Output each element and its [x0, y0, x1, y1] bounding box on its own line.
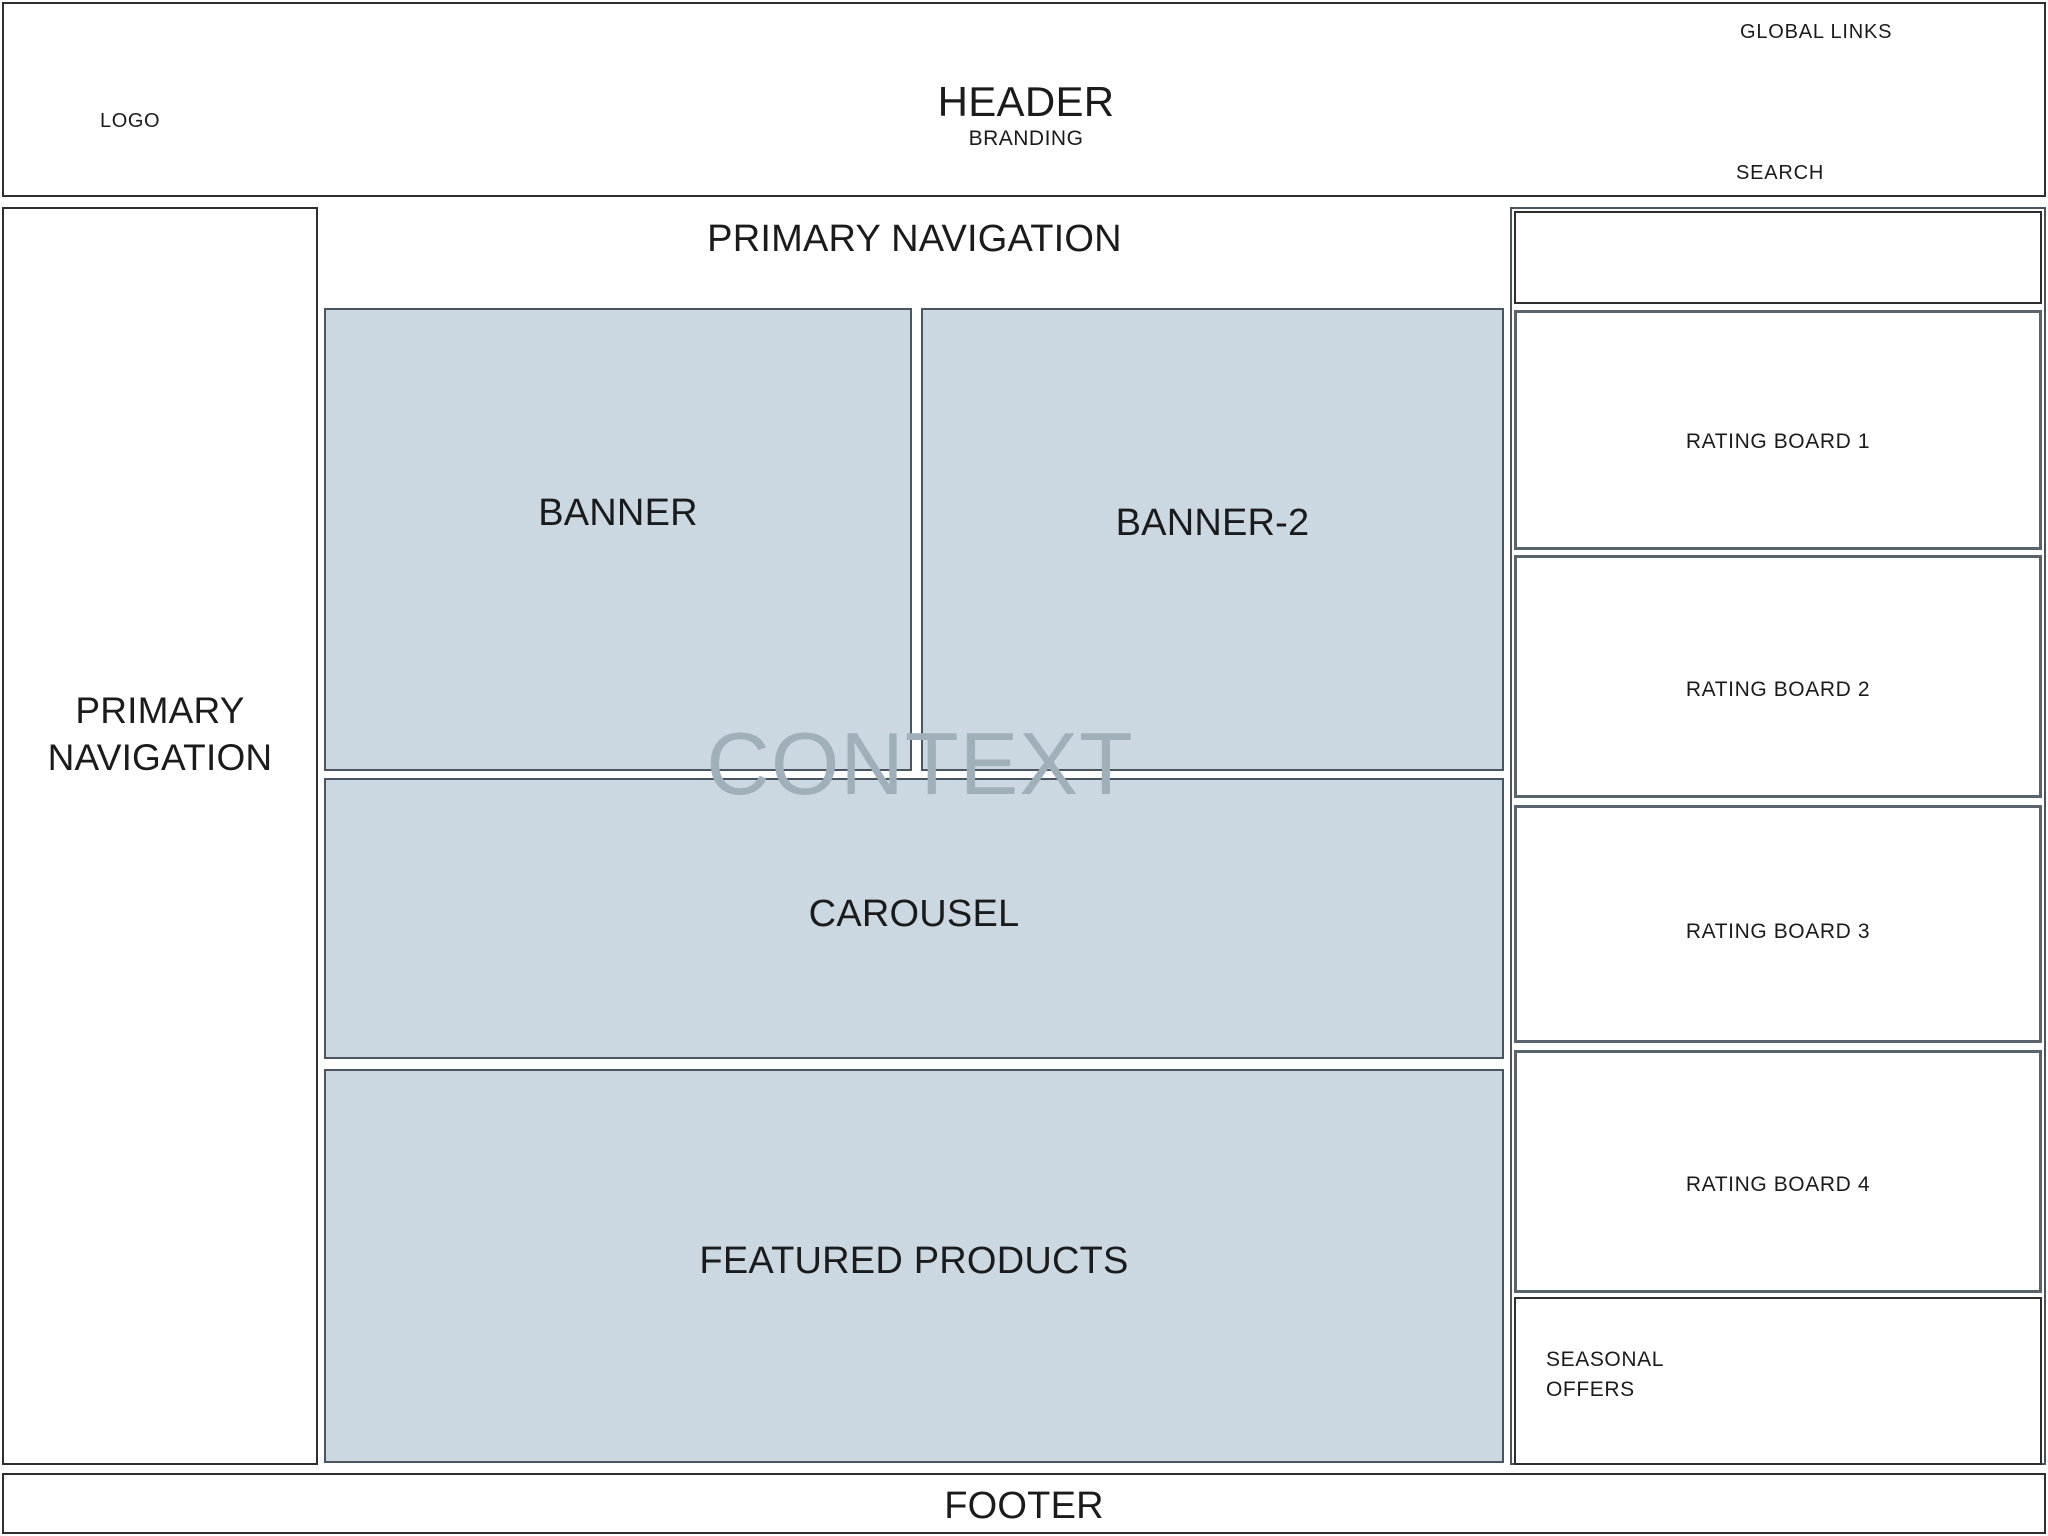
seasonal-offers-line-2: OFFERS	[1546, 1378, 1635, 1402]
banner-2-panel[interactable]: BANNER-2	[921, 308, 1504, 771]
carousel-panel[interactable]: CAROUSEL	[324, 778, 1504, 1059]
primary-navigation-heading[interactable]: PRIMARY NAVIGATION	[707, 218, 1122, 260]
banner-panel-label: BANNER	[538, 492, 698, 534]
search-link[interactable]: SEARCH	[1736, 162, 1825, 184]
seasonal-offers-panel[interactable]: SEASONAL OFFERS	[1514, 1297, 2042, 1465]
sidebar-nav-label-line-1: PRIMARY	[75, 690, 245, 731]
rating-board-3-label: RATING BOARD 3	[1685, 920, 1871, 943]
featured-products-panel-label: FEATURED PRODUCTS	[699, 1240, 1129, 1282]
featured-products-panel[interactable]: FEATURED PRODUCTS	[324, 1069, 1504, 1463]
branding-block: HEADER BRANDING	[4, 78, 2048, 151]
carousel-panel-label: CAROUSEL	[808, 893, 1020, 935]
rating-board-3[interactable]: RATING BOARD 3	[1514, 805, 2042, 1043]
sidebar-primary-navigation-label: PRIMARY NAVIGATION	[4, 687, 316, 782]
rating-board-4[interactable]: RATING BOARD 4	[1514, 1050, 2042, 1293]
rating-board-2[interactable]: RATING BOARD 2	[1514, 555, 2042, 798]
banner-2-panel-label: BANNER-2	[1115, 502, 1310, 544]
header-region: LOGO HEADER BRANDING GLOBAL LINKS SEARCH	[2, 2, 2046, 197]
sidebar-primary-navigation[interactable]: PRIMARY NAVIGATION	[2, 207, 318, 1465]
rating-board-1-label: RATING BOARD 1	[1685, 430, 1871, 453]
branding-label: BRANDING	[968, 127, 1084, 151]
seasonal-offers-line-1: SEASONAL	[1546, 1348, 1665, 1371]
rating-board-1[interactable]: RATING BOARD 1	[1514, 310, 2042, 550]
sidebar-nav-label-line-2: NAVIGATION	[47, 737, 273, 779]
seasonal-offers-label: SEASONAL OFFERS	[1546, 1345, 1664, 1406]
footer-label: FOOTER	[944, 1485, 1104, 1527]
logo[interactable]: LOGO	[100, 110, 161, 132]
page-title: HEADER	[937, 78, 1115, 125]
rating-board-4-label: RATING BOARD 4	[1685, 1173, 1871, 1196]
banner-panel[interactable]: BANNER	[324, 308, 912, 771]
rating-board-2-label: RATING BOARD 2	[1685, 678, 1871, 701]
footer-region: FOOTER	[2, 1473, 2046, 1534]
right-rail-empty-slot[interactable]	[1514, 211, 2042, 304]
global-links[interactable]: GLOBAL LINKS	[1740, 21, 1893, 43]
